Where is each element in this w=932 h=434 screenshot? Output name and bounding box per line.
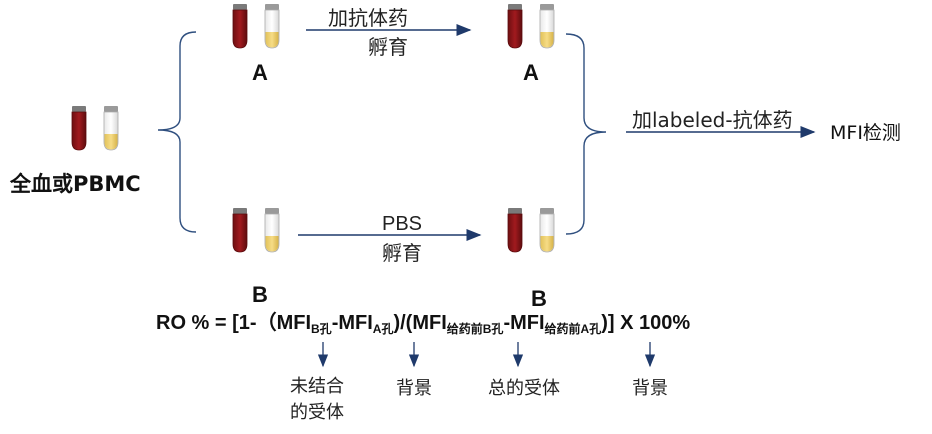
annotation-unbound-line2: 的受体 — [290, 402, 344, 423]
group-b-step-line1: PBS — [382, 213, 423, 235]
annotation-background2: 背景 — [632, 378, 668, 399]
group-a-label-left: A — [252, 60, 268, 85]
group-b-label-right: B — [531, 286, 547, 311]
group-b-tube-pair-before — [232, 207, 280, 253]
group-b-label-left: B — [252, 282, 268, 307]
group-a-label-right: A — [523, 60, 539, 85]
formula-sub-pre-a: 给药前A孔 — [544, 322, 602, 336]
group-a-tube-pair-before — [232, 3, 280, 49]
source-tube-pair — [71, 105, 119, 151]
formula-mid1: -MFI — [331, 312, 373, 334]
group-a-step-line1: 加抗体药 — [328, 6, 408, 30]
formula-suffix: )] X 100% — [601, 312, 691, 334]
group-b-step-line2: 孵育 — [382, 241, 422, 265]
formula-sub-a: A孔 — [372, 322, 394, 336]
formula-sub-pre-b: 给药前B孔 — [446, 322, 504, 336]
formula-prefix: RO % = [1-（MFI — [156, 312, 312, 334]
formula-mid2: )/(MFI — [393, 312, 447, 334]
source-label: 全血或PBMC — [10, 172, 141, 196]
annotation-total: 总的受体 — [488, 378, 560, 399]
formula-mid3: -MFI — [503, 312, 545, 334]
group-b-tube-pair-after — [507, 207, 555, 253]
merge-step-label: 加labeled-抗体药 — [632, 108, 793, 132]
result-label: MFI检测 — [830, 122, 901, 144]
annotation-background1: 背景 — [396, 378, 432, 399]
split-bracket — [157, 31, 197, 233]
annotation-unbound-line1: 未结合 — [290, 376, 344, 397]
group-a-step-line2: 孵育 — [368, 35, 408, 59]
formula-sub-b: B孔 — [311, 322, 332, 336]
ro-formula: RO % = [1-（MFIB孔-MFIA孔)/(MFI给药前B孔-MFI给药前… — [156, 313, 690, 335]
merge-bracket — [565, 33, 607, 235]
group-a-tube-pair-after — [507, 3, 555, 49]
